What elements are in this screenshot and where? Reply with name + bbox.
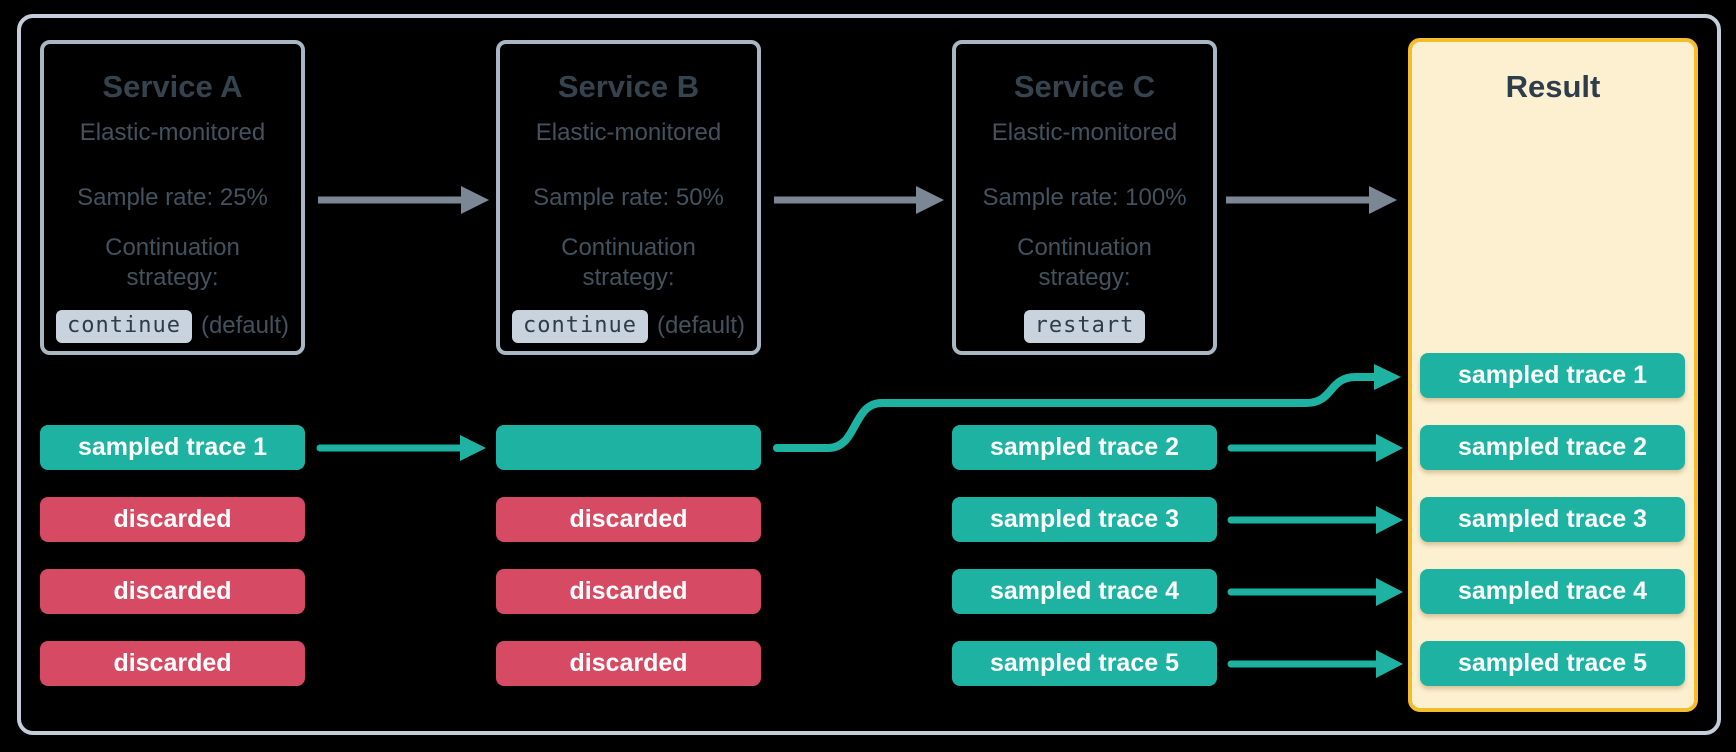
service-a-monitored-label: Elastic-monitored bbox=[79, 119, 266, 146]
result-trace-2: sampled trace 2 bbox=[1420, 425, 1685, 470]
service-c-sampled-trace-2: sampled trace 2 bbox=[952, 425, 1217, 470]
service-a-discarded-2: discarded bbox=[40, 569, 305, 614]
service-b-discarded-1: discarded bbox=[496, 497, 761, 542]
service-c-sampled-trace-3: sampled trace 3 bbox=[952, 497, 1217, 542]
service-a-discarded-3: discarded bbox=[40, 641, 305, 686]
service-b-monitored-label: Elastic-monitored bbox=[535, 119, 722, 146]
result-title: Result bbox=[1505, 69, 1601, 104]
service-a-discarded-1: discarded bbox=[40, 497, 305, 542]
service-b-discarded-2: discarded bbox=[496, 569, 761, 614]
strategy-label-line1: Continuation bbox=[105, 234, 240, 261]
service-c-strategy-badge: restart bbox=[1023, 309, 1146, 343]
service-c-strategy-label: Continuation strategy: bbox=[956, 233, 1213, 293]
service-b-strategy-badge: continue bbox=[511, 309, 648, 343]
service-a-strategy-suffix: (default) bbox=[200, 312, 289, 339]
service-c-sampled-trace-5: sampled trace 5 bbox=[952, 641, 1217, 686]
service-a-title: Service A bbox=[102, 69, 243, 104]
service-b-title: Service B bbox=[557, 69, 700, 104]
service-b-strategy-row: continue (default) bbox=[500, 307, 757, 345]
result-trace-5: sampled trace 5 bbox=[1420, 641, 1685, 686]
service-a-sample-rate: Sample rate: 25% bbox=[77, 184, 268, 211]
service-b-box: Service B Elastic-monitored Sample rate:… bbox=[496, 40, 761, 355]
service-b-discarded-3: discarded bbox=[496, 641, 761, 686]
service-a-strategy-badge: continue bbox=[55, 309, 192, 343]
service-b-strategy-label: Continuation strategy: bbox=[500, 233, 757, 293]
service-c-sample-rate: Sample rate: 100% bbox=[982, 184, 1187, 211]
service-c-sampled-trace-4: sampled trace 4 bbox=[952, 569, 1217, 614]
strategy-label-line2: strategy: bbox=[1038, 264, 1131, 291]
service-c-monitored-label: Elastic-monitored bbox=[991, 119, 1178, 146]
service-b-strategy-suffix: (default) bbox=[656, 312, 745, 339]
strategy-label-line2: strategy: bbox=[126, 264, 219, 291]
service-a-strategy-label: Continuation strategy: bbox=[44, 233, 301, 293]
service-c-strategy-row: restart bbox=[956, 307, 1213, 345]
strategy-label-line2: strategy: bbox=[582, 264, 675, 291]
result-trace-3: sampled trace 3 bbox=[1420, 497, 1685, 542]
strategy-label-line1: Continuation bbox=[1017, 234, 1152, 261]
service-a-box: Service A Elastic-monitored Sample rate:… bbox=[40, 40, 305, 355]
service-a-strategy-row: continue (default) bbox=[44, 307, 301, 345]
diagram-outer-frame bbox=[17, 14, 1721, 735]
result-trace-1: sampled trace 1 bbox=[1420, 353, 1685, 398]
service-c-title: Service C bbox=[1013, 69, 1156, 104]
result-trace-4: sampled trace 4 bbox=[1420, 569, 1685, 614]
service-b-sampled-trace-unlabeled bbox=[496, 425, 761, 470]
service-b-sample-rate: Sample rate: 50% bbox=[533, 184, 724, 211]
service-c-box: Service C Elastic-monitored Sample rate:… bbox=[952, 40, 1217, 355]
strategy-label-line1: Continuation bbox=[561, 234, 696, 261]
result-box: Result sampled trace 1 sampled trace 2 s… bbox=[1408, 38, 1698, 712]
service-a-sampled-trace-1: sampled trace 1 bbox=[40, 425, 305, 470]
